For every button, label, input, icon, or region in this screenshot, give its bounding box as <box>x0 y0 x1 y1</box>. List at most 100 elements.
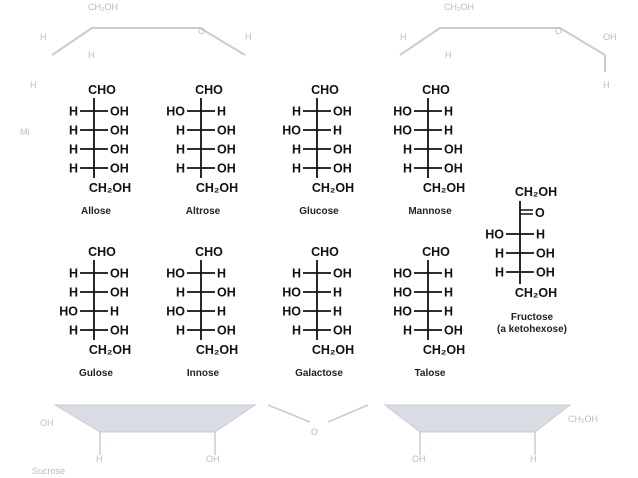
right-substituent: OH <box>217 162 236 176</box>
bg-ring-top-left <box>51 27 246 56</box>
left-substituent: H <box>292 143 301 157</box>
sugar-name: Fructose <box>511 312 554 323</box>
bg-ring-bottom-right <box>383 404 572 433</box>
sugar-name: Gulose <box>79 368 113 379</box>
bg-label-h: H <box>603 80 610 90</box>
right-substituent: OH <box>110 105 129 119</box>
bottom-group: CH₂OH <box>423 181 465 195</box>
left-substituent: H <box>403 143 412 157</box>
bg-line-link2 <box>327 404 369 423</box>
bottom-group: CH₂OH <box>423 343 465 357</box>
bg-ring-bottom-left <box>53 404 257 433</box>
bg-label-ch2oh-top-right: CH₂OH <box>444 2 474 12</box>
left-substituent: H <box>69 286 78 300</box>
left-substituent: H <box>495 266 504 280</box>
bottom-group: CH₂OH <box>89 181 131 195</box>
right-substituent: OH <box>217 143 236 157</box>
right-substituent: OH <box>444 324 463 338</box>
left-substituent: H <box>292 162 301 176</box>
left-substituent: H <box>69 124 78 138</box>
left-substituent: H <box>292 324 301 338</box>
sugar-name: Galactose <box>295 368 343 379</box>
right-substituent: OH <box>333 162 352 176</box>
bg-label-h: H <box>96 454 103 464</box>
right-substituent: H <box>444 267 453 281</box>
left-substituent: H <box>69 105 78 119</box>
sugar-name: Glucose <box>299 206 339 217</box>
right-substituent: OH <box>110 324 129 338</box>
left-substituent: H <box>176 143 185 157</box>
bottom-group: CH₂OH <box>515 286 557 300</box>
bottom-group: CH₂OH <box>89 343 131 357</box>
bg-line-link1 <box>267 404 311 423</box>
bg-label-h: H <box>530 454 537 464</box>
right-substituent: OH <box>217 124 236 138</box>
bg-label-oh: OH <box>412 454 426 464</box>
left-substituent: H <box>292 267 301 281</box>
left-substituent: H <box>495 247 504 261</box>
bg-label-h: H <box>40 32 47 42</box>
top-group: CHO <box>311 245 339 259</box>
left-substituent: HO <box>166 305 185 319</box>
sugar-name: Talose <box>415 368 446 379</box>
left-substituent: H <box>403 324 412 338</box>
right-substituent: H <box>333 124 342 138</box>
bg-label-h: H <box>88 50 95 60</box>
sugar-name: Altrose <box>186 206 221 217</box>
sugar-name: Mannose <box>408 206 452 217</box>
right-substituent: OH <box>110 124 129 138</box>
bg-label-ch2oh-top-left: CH₂OH <box>88 2 118 12</box>
bottom-group: CH₂OH <box>196 181 238 195</box>
bg-label-oh: OH <box>206 454 220 464</box>
left-substituent: HO <box>166 267 185 281</box>
left-substituent: HO <box>485 228 504 242</box>
top-group: CHO <box>88 83 116 97</box>
bg-label-h: H <box>400 32 407 42</box>
right-substituent: H <box>217 305 226 319</box>
right-substituent: H <box>444 124 453 138</box>
right-substituent: OH <box>110 286 129 300</box>
left-substituent: H <box>69 267 78 281</box>
right-substituent: H <box>444 305 453 319</box>
left-substituent: H <box>176 324 185 338</box>
right-substituent: OH <box>333 143 352 157</box>
top-group: CHO <box>422 245 450 259</box>
left-substituent: HO <box>393 305 412 319</box>
right-substituent: H <box>536 228 545 242</box>
bg-label-h: H <box>30 80 37 90</box>
right-substituent: H <box>333 286 342 300</box>
right-substituent: OH <box>333 324 352 338</box>
left-substituent: HO <box>393 124 412 138</box>
top-group: CH₂OH <box>515 185 557 199</box>
left-substituent: H <box>176 162 185 176</box>
bottom-group: CH₂OH <box>312 343 354 357</box>
right-substituent: OH <box>536 266 555 280</box>
bg-label-mi: Mi <box>20 127 30 137</box>
left-substituent: H <box>69 143 78 157</box>
sugar-name: Innose <box>187 368 220 379</box>
right-substituent: H <box>110 305 119 319</box>
right-substituent: OH <box>333 105 352 119</box>
right-substituent: OH <box>333 267 352 281</box>
bg-label-sucrose: Sucrose <box>32 466 65 476</box>
right-substituent: OH <box>110 267 129 281</box>
top-group: CHO <box>422 83 450 97</box>
sugar-subtitle: (a ketohexose) <box>497 324 567 335</box>
right-substituent: OH <box>217 324 236 338</box>
right-substituent: H <box>444 105 453 119</box>
bg-label-h: H <box>245 32 252 42</box>
left-substituent: H <box>176 286 185 300</box>
left-substituent: H <box>176 124 185 138</box>
top-group: CHO <box>195 245 223 259</box>
bg-ring-top-right <box>399 27 606 56</box>
top-group: CHO <box>88 245 116 259</box>
right-substituent: OH <box>217 286 236 300</box>
